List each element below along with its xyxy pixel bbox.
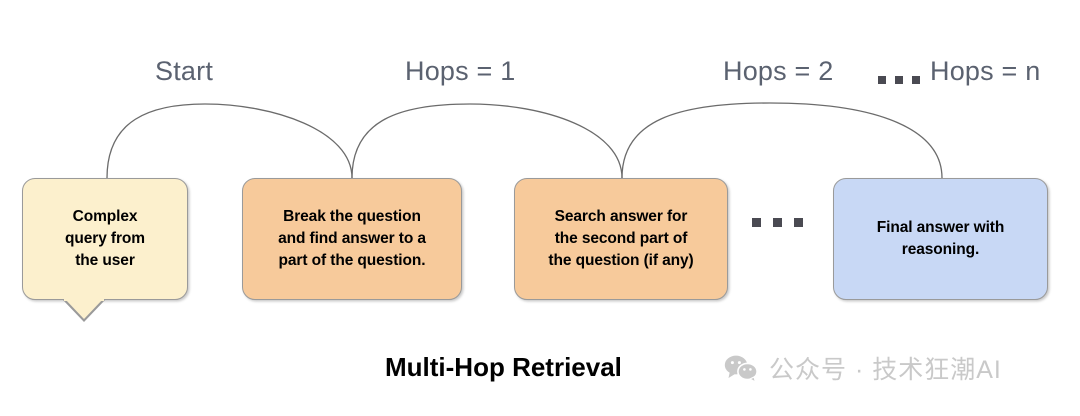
arc-hop2-to-hopn: [621, 102, 943, 179]
arc-hop1-to-hop2: [351, 103, 623, 179]
node-final-answer[interactable]: Final answer with reasoning.: [833, 178, 1048, 300]
dot-icon: [912, 76, 920, 84]
node-complex-query[interactable]: Complex query from the user: [22, 178, 188, 300]
node-label: Final answer with reasoning.: [876, 219, 1005, 258]
dot-icon: [752, 218, 761, 227]
node-label: Break the question and find answer to a …: [278, 208, 426, 269]
hop-label-start: Start: [155, 56, 214, 86]
node-ellipsis-icon: [752, 218, 803, 227]
speech-bubble-tail-cover: [64, 297, 104, 301]
dot-icon: [794, 218, 803, 227]
dot-icon: [878, 76, 886, 84]
hop-label-ellipsis-icon: [878, 76, 920, 84]
node-break-question[interactable]: Break the question and find answer to a …: [242, 178, 462, 300]
hop-label-n: Hops = n: [930, 56, 1041, 86]
dot-icon: [895, 76, 903, 84]
dot-icon: [773, 218, 782, 227]
hop-label-1: Hops = 1: [405, 56, 516, 86]
node-label: Search answer for the second part of the…: [548, 208, 694, 269]
arc-start-to-hop1: [106, 103, 353, 179]
diagram-caption: Multi-Hop Retrieval: [385, 352, 622, 382]
node-label: Complex query from the user: [65, 208, 145, 269]
watermark: 公众号 · 技术狂潮AI: [724, 350, 1002, 386]
wechat-icon: [724, 355, 758, 382]
hop-label-2: Hops = 2: [723, 56, 834, 86]
watermark-text: 公众号 · 技术狂潮AI: [769, 356, 1002, 384]
node-search-answer[interactable]: Search answer for the second part of the…: [514, 178, 728, 300]
